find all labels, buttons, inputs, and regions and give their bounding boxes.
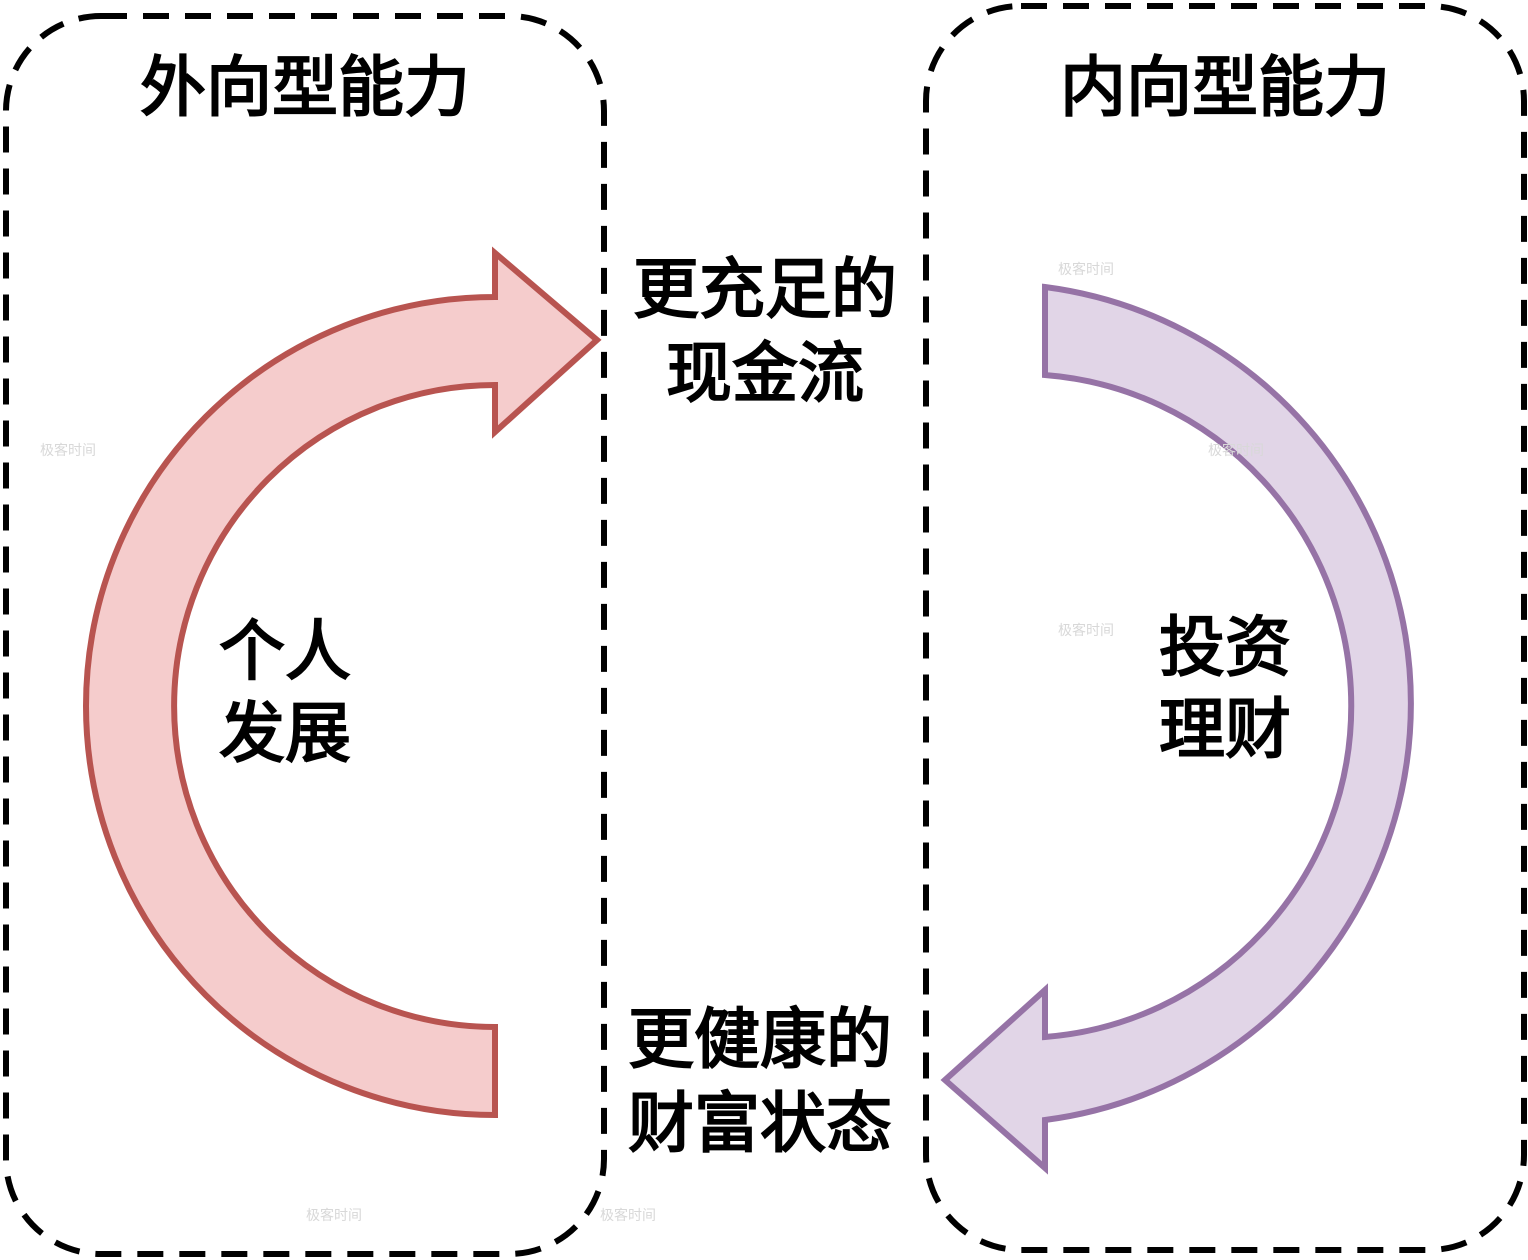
investment-arrow — [940, 283, 1414, 1175]
watermark: 极客时间 — [1058, 262, 1114, 278]
watermark: 极客时间 — [1058, 623, 1114, 639]
watermark: 极客时间 — [306, 1208, 362, 1224]
personal-label-2: 发展 — [219, 695, 351, 772]
personal-development-arrow — [83, 246, 602, 1119]
investment-label-1: 投资 — [1159, 609, 1291, 686]
watermark: 极客时间 — [40, 443, 96, 459]
cash-flow-label-2: 现金流 — [666, 335, 864, 412]
wealth-label-2: 财富状态 — [628, 1085, 892, 1162]
watermark: 极客时间 — [600, 1208, 656, 1224]
outward-ability-box — [3, 13, 607, 1257]
wealth-label-1: 更健康的 — [628, 1001, 892, 1078]
watermark: 极客时间 — [1208, 443, 1264, 459]
outward-ability-title: 外向型能力 — [140, 49, 470, 126]
cash-flow-label-1: 更充足的 — [633, 251, 897, 328]
investment-label-2: 理财 — [1159, 691, 1291, 768]
inward-ability-title: 内向型能力 — [1060, 49, 1390, 126]
personal-label-1: 个人 — [219, 613, 351, 690]
